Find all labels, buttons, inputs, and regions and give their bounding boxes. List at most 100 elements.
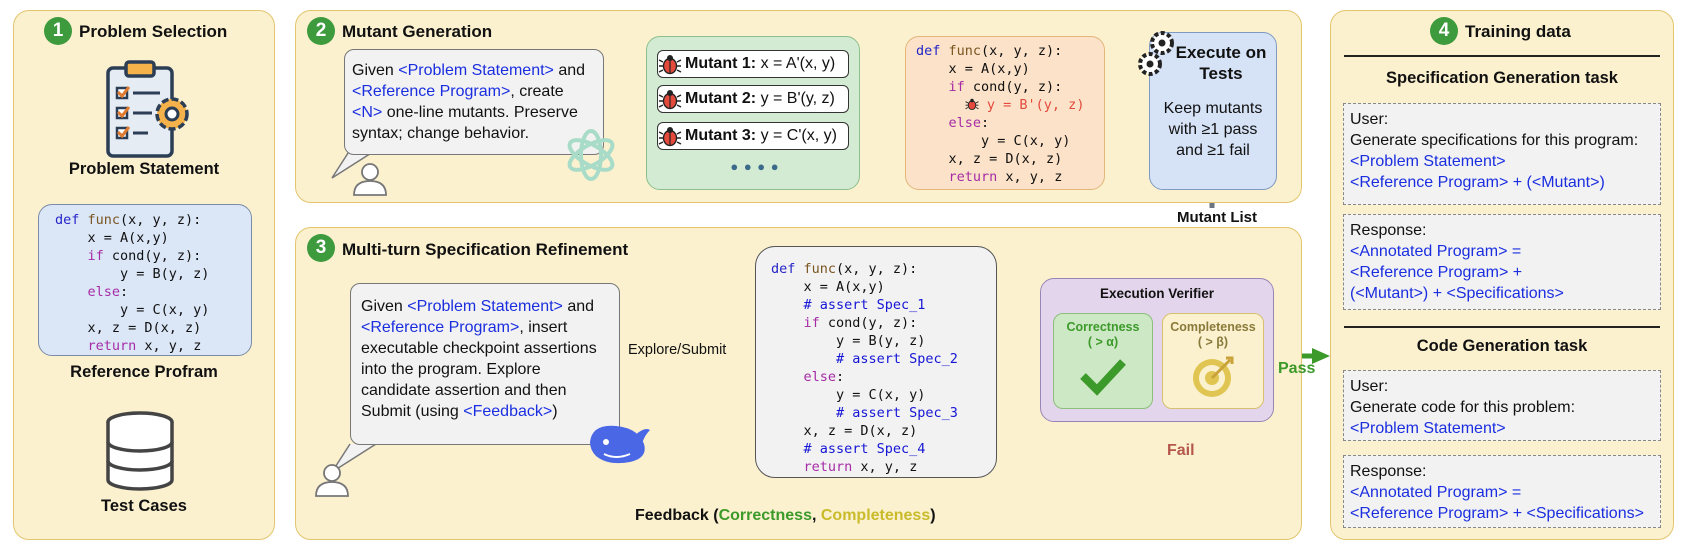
code-user-box: User: Generate code for this problem: <P… — [1343, 370, 1661, 441]
step-number-2: 2 — [307, 17, 335, 45]
message-line: (<Mutant>) + <Specifications> — [1350, 285, 1564, 302]
panel-title: Mutant Generation — [342, 22, 493, 41]
mutant-code-box — [905, 36, 1105, 190]
fail-label: Fail — [1167, 442, 1195, 459]
database-icon — [106, 411, 174, 491]
code-line: y = C(x, y) — [55, 302, 210, 318]
mutant-prompt-bubble: Given <Problem Statement> and <Reference… — [344, 49, 604, 155]
bug-icon — [658, 90, 682, 110]
code-line: if cond(y, z): — [87, 248, 202, 264]
code-line: x, z = D(x, z) — [916, 151, 1063, 167]
spec-response-box: Response: <Annotated Program> = <Referen… — [1343, 214, 1661, 310]
message-line: <Problem Statement> — [1350, 153, 1506, 170]
deepseek-whale-icon — [590, 425, 650, 464]
bug-icon — [658, 55, 682, 75]
code-line: else: — [948, 115, 990, 131]
problem-statement-label: Problem Statement — [68, 160, 220, 178]
role-label: Response: — [1350, 222, 1427, 239]
code-line: def func(x, y, z): — [55, 212, 202, 228]
code-line: if cond(y, z): — [803, 315, 918, 331]
role-label: User: — [1350, 378, 1389, 395]
code-line: y = C(x, y) — [916, 133, 1071, 149]
code-line: else: — [87, 284, 129, 300]
person-icon — [315, 464, 349, 497]
pass-label: Pass — [1278, 360, 1316, 377]
execute-box — [1149, 32, 1277, 190]
panel-title: Multi-turn Specification Refinement — [342, 240, 629, 259]
code-line: x, z = D(x, z) — [771, 423, 918, 439]
mutant-item: Mutant 3: y = C'(x, y) — [657, 122, 849, 150]
code-line: y = C(x, y) — [771, 387, 926, 403]
verifier-title: Execution Verifier — [1099, 286, 1215, 301]
reference-program-label: Reference Profram — [70, 363, 218, 381]
message-line: Generate code for this problem: — [1350, 399, 1576, 416]
code-line: x = A(x,y) — [916, 61, 1030, 77]
clipboard-gear-icon — [106, 60, 189, 158]
reference-code: def func(x, y, z): x = A(x,y) if cond(y,… — [55, 211, 209, 355]
arrowhead — [1312, 348, 1330, 364]
divider — [1344, 55, 1660, 57]
code-line: y = B'(y, z) — [916, 96, 1084, 114]
step-number-4: 4 — [1430, 17, 1458, 45]
openai-logo-icon — [567, 129, 615, 181]
code-line: x = A(x,y) — [771, 279, 885, 295]
message-line: <Reference Program> + <Specifications> — [1350, 505, 1644, 522]
spec-task-heading: Specification Generation task — [1386, 69, 1618, 87]
message-line: <Annotated Program> = — [1350, 484, 1522, 501]
mutant-item: Mutant 1: x = A'(x, y) — [657, 50, 849, 78]
code-line: x, z = D(x, z) — [55, 320, 202, 336]
message-line: <Reference Program> + (<Mutant>) — [1350, 174, 1605, 191]
mutant-list-label-overlay: Mutant List — [1174, 208, 1260, 227]
divider — [1344, 326, 1660, 328]
execute-body: Keep mutants with ≥1 pass and ≥1 fail — [1163, 100, 1263, 159]
panel-title: Problem Selection — [79, 22, 228, 41]
execute-title: Execute on Tests — [1175, 43, 1267, 83]
step-number-1: 1 — [44, 17, 72, 45]
correctness-label: Correctness — [1066, 320, 1140, 334]
mutants-ellipsis: ● ● ● ● — [730, 159, 780, 174]
message-line: <Problem Statement> — [1350, 420, 1506, 437]
feedback-caption: Feedback (Correctness, Completeness) — [635, 507, 936, 524]
code-line: y = B(y, z) — [55, 266, 210, 282]
code-line: x = A(x,y) — [55, 230, 169, 246]
correctness-box — [1053, 313, 1153, 409]
code-line: if cond(y, z): — [948, 79, 1063, 95]
spec-user-box: User: Generate specifications for this p… — [1343, 103, 1661, 205]
bug-icon — [658, 127, 682, 147]
mutant-item: Mutant 2: y = B'(y, z) — [657, 85, 849, 113]
role-label: User: — [1350, 111, 1389, 128]
message-line: <Annotated Program> = — [1350, 243, 1522, 260]
code-line: y = B(y, z) — [771, 333, 926, 349]
bug-icon — [965, 98, 979, 111]
completeness-condition: ( > β) — [1197, 335, 1229, 349]
role-label: Response: — [1350, 463, 1427, 480]
code-line: return x, y, z — [948, 169, 1063, 185]
correctness-condition: ( > α) — [1087, 335, 1119, 349]
code-line: # assert Spec_4 — [771, 441, 926, 457]
person-icon — [353, 163, 387, 196]
explore-submit-label: Explore/Submit — [628, 342, 727, 358]
annotated-code: def func(x, y, z): x = A(x,y) # assert S… — [771, 260, 958, 476]
target-icon — [1193, 356, 1234, 397]
panel-title: Training data — [1465, 22, 1571, 41]
message-line: <Reference Program> + — [1350, 264, 1523, 281]
completeness-label: Completeness — [1170, 320, 1256, 334]
code-line: # assert Spec_1 — [771, 297, 926, 313]
code-task-heading: Code Generation task — [1416, 337, 1588, 355]
code-line: return x, y, z — [803, 459, 918, 475]
checkmark-icon — [1080, 359, 1126, 396]
speech-bubble-tail — [331, 149, 377, 179]
code-line: else: — [803, 369, 845, 385]
code-line: def func(x, y, z): — [771, 261, 918, 277]
message-line: Generate specifications for this program… — [1350, 132, 1639, 149]
gears-icon — [1138, 31, 1174, 76]
refinement-prompt-bubble: Given <Problem Statement> and <Reference… — [350, 283, 620, 445]
reference-code-box — [38, 204, 252, 356]
test-cases-label: Test Cases — [101, 497, 187, 515]
annotated-code-box — [755, 246, 997, 478]
code-line: return x, y, z — [87, 338, 202, 354]
code-line: def func(x, y, z): — [916, 43, 1063, 59]
mutant-code: def func(x, y, z): x = A(x,y) if cond(y,… — [916, 42, 1084, 186]
code-line: # assert Spec_2 — [771, 351, 958, 367]
code-line: # assert Spec_3 — [771, 405, 958, 421]
